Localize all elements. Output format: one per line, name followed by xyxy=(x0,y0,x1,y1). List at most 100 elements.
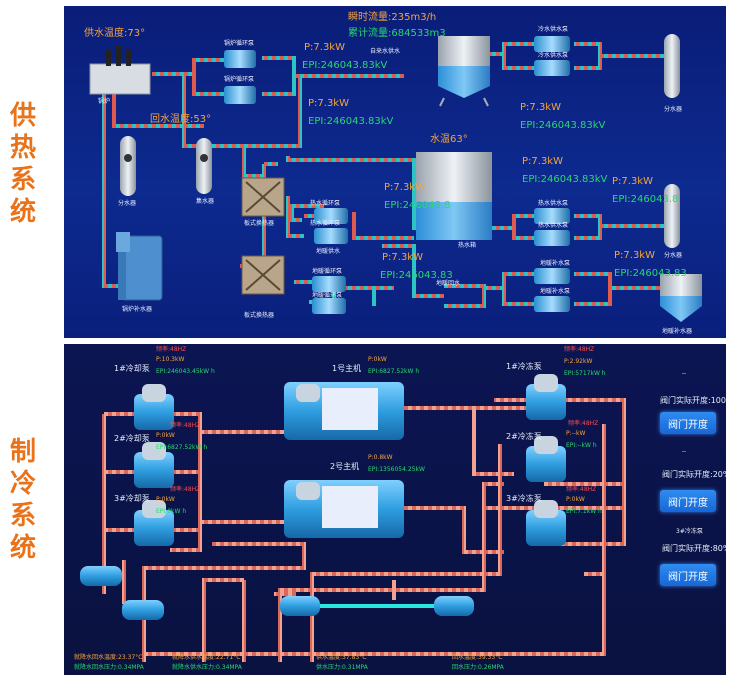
pipe xyxy=(290,204,324,222)
heating-title-char: 统 xyxy=(9,197,36,227)
cooling-pipework xyxy=(80,374,626,662)
pipe xyxy=(242,146,264,178)
pipe xyxy=(382,244,444,298)
valve-1-open-button[interactable]: 阀门开度 xyxy=(660,412,716,434)
pipe xyxy=(488,214,534,230)
heating-diagram-panel: 供水温度:73° 回水温度:53° 瞬时流量:235m3/h 累计流量:6845… xyxy=(64,6,726,338)
plate-hx-1-label: 板式换热器 xyxy=(244,220,275,227)
pump-floor-makeup-1 xyxy=(534,268,570,284)
cooling-pump-3 xyxy=(134,510,174,546)
instant-flow-readout: 瞬时流量:235m3/h xyxy=(348,12,437,23)
cooling-title-char: 统 xyxy=(9,533,36,563)
fp2-freq: 频率:48HZ xyxy=(568,420,599,427)
heating-title-char: 系 xyxy=(9,165,36,195)
cooling-pump-3-label: 3#冷却泵 xyxy=(114,494,150,503)
cooling-title-char: 系 xyxy=(9,501,36,531)
hot-water-tank xyxy=(416,152,492,240)
fp3-freq: 频率:48HZ xyxy=(566,486,597,493)
pipe xyxy=(502,54,534,70)
pipe xyxy=(574,214,602,240)
pump-hot-supply-2 xyxy=(534,230,570,246)
fp3-energy: EPI:7.1kW h xyxy=(566,508,602,515)
heating-system-title: 供 热 系 统 xyxy=(0,100,46,228)
pipe xyxy=(484,272,534,290)
pump-floor-circ-2 xyxy=(312,298,346,314)
cp2-power: P:0kW xyxy=(156,432,175,439)
distributor-left-vessel xyxy=(120,136,136,196)
floor-return-label: 地暖回水 xyxy=(436,280,461,287)
pump-boiler-1-label: 锅炉循环泵 xyxy=(224,40,255,47)
pipe xyxy=(202,578,246,662)
floor-makeup-2-label: 地暖补水泵 xyxy=(540,288,571,295)
pipe xyxy=(262,56,404,78)
pipe xyxy=(404,406,534,476)
floor-makeup-1-label: 地暖补水泵 xyxy=(540,260,571,267)
hot-pump-2-label: 热水循环泵 xyxy=(310,220,341,227)
ch2-power: P:0.8kW xyxy=(368,454,393,461)
pipe xyxy=(512,228,534,240)
distributor-right-top-vessel xyxy=(664,34,680,98)
fp2-energy: EPI:--kW h xyxy=(566,442,597,449)
pump-floor-circ-1 xyxy=(312,276,346,292)
pipe xyxy=(144,424,606,656)
cooling-pump-3-motor xyxy=(142,500,166,518)
freeze-pump-1-motor xyxy=(534,374,558,392)
cooling-diagram-panel: 1#冷却泵 2#冷却泵 3#冷却泵 频率:48HZ P:10.3kW EPI:2… xyxy=(64,344,726,675)
vessel-right xyxy=(434,596,474,616)
hot-pump-1-label: 热水循环泵 xyxy=(310,200,341,207)
pipe xyxy=(286,156,416,230)
cooling-pump-2-label: 2#冷却泵 xyxy=(114,434,150,443)
pump-boiler-2-label: 锅炉循环泵 xyxy=(224,76,255,83)
cooling-title-char: 冷 xyxy=(9,469,36,499)
pipe xyxy=(286,196,304,238)
chiller-2-label: 2号主机 xyxy=(330,462,360,471)
cooling-pump-1-motor xyxy=(142,384,166,402)
pipe xyxy=(278,482,504,662)
cold-pump-1-label: 冷水供水泵 xyxy=(538,26,569,33)
valve-2-dash: -- xyxy=(682,448,687,455)
freeze-pump-1 xyxy=(526,384,566,420)
pump-hot-circ-1 xyxy=(314,208,348,224)
return-temp-readout: 回水温度:53° xyxy=(150,114,212,125)
bottom-readout-4-pressure: 回水压力:0.26MPA xyxy=(452,664,504,671)
pipe xyxy=(352,212,414,240)
fp3-power: P:0kW xyxy=(566,496,585,503)
energy-readout-4: EPI:246043.83kV xyxy=(522,174,608,185)
freeze-pump-2-motor xyxy=(534,436,558,454)
power-readout-7: P:7.3kW xyxy=(382,252,423,263)
freeze-pump-3 xyxy=(526,510,566,546)
pipe xyxy=(574,272,612,306)
pipe xyxy=(404,506,524,554)
valve-2-open-button[interactable]: 阀门开度 xyxy=(660,490,716,512)
bottom-readout-3-temp: 供水温度:37.83°C xyxy=(316,654,367,661)
cp1-freq: 频率:48HZ xyxy=(156,346,187,353)
plate-heat-exchanger-1 xyxy=(241,177,285,217)
power-readout-1: P:7.3kW xyxy=(304,42,345,53)
cooling-pump-2 xyxy=(134,452,174,488)
vessel-left xyxy=(80,566,122,586)
freeze-pump-1-label: 1#冷冻泵 xyxy=(506,362,542,371)
pipe xyxy=(310,444,502,662)
pipe xyxy=(104,412,134,532)
cp3-freq: 频率:48HZ xyxy=(170,486,201,493)
cp3-power: P:0kW xyxy=(156,496,175,503)
energy-readout-1: EPI:246043.83kV xyxy=(302,60,388,71)
bottom-readout-2-pressure: 就降水供水压力:0.34MPA xyxy=(172,664,242,671)
hot-supply-1-label: 热水供水泵 xyxy=(538,200,569,207)
energy-readout-3: EPI:246043.83kV xyxy=(520,120,606,131)
valve-3-open-button[interactable]: 阀门开度 xyxy=(660,564,716,586)
boiler-makeup-label: 锅炉补水器 xyxy=(122,306,153,313)
ch1-power: P:0kW xyxy=(368,356,387,363)
fp2-power: P:--kW xyxy=(566,430,586,437)
heating-pumps xyxy=(224,36,570,314)
chiller-2-motor xyxy=(296,482,320,500)
bottom-readout-4-temp: 回水温度:39.33°C xyxy=(452,654,503,661)
pipe xyxy=(200,430,284,524)
bottom-readout-1-pressure: 就降水回水压力:0.34MPA xyxy=(74,664,144,671)
pump-boiler-2 xyxy=(224,86,256,104)
floor-pump-2-label: 地暖循环泵 xyxy=(312,292,343,299)
auto-feed-label: 自来水供水 xyxy=(370,48,401,55)
water-temp-readout: 水温63° xyxy=(430,134,468,145)
pipe xyxy=(494,398,626,546)
power-readout-5: P:7.3kW xyxy=(384,182,425,193)
